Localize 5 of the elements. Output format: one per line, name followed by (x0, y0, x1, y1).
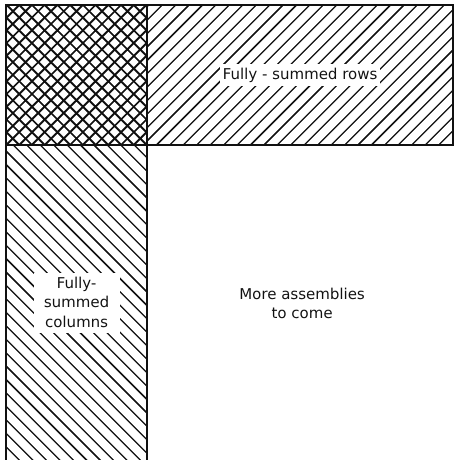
hatched-band (5, 146, 148, 460)
region-label: Fully- summed columns (34, 272, 120, 334)
hatched-band (148, 4, 454, 146)
region-label: Fully - summed rows (220, 64, 380, 86)
crosshatched-block (5, 4, 148, 146)
